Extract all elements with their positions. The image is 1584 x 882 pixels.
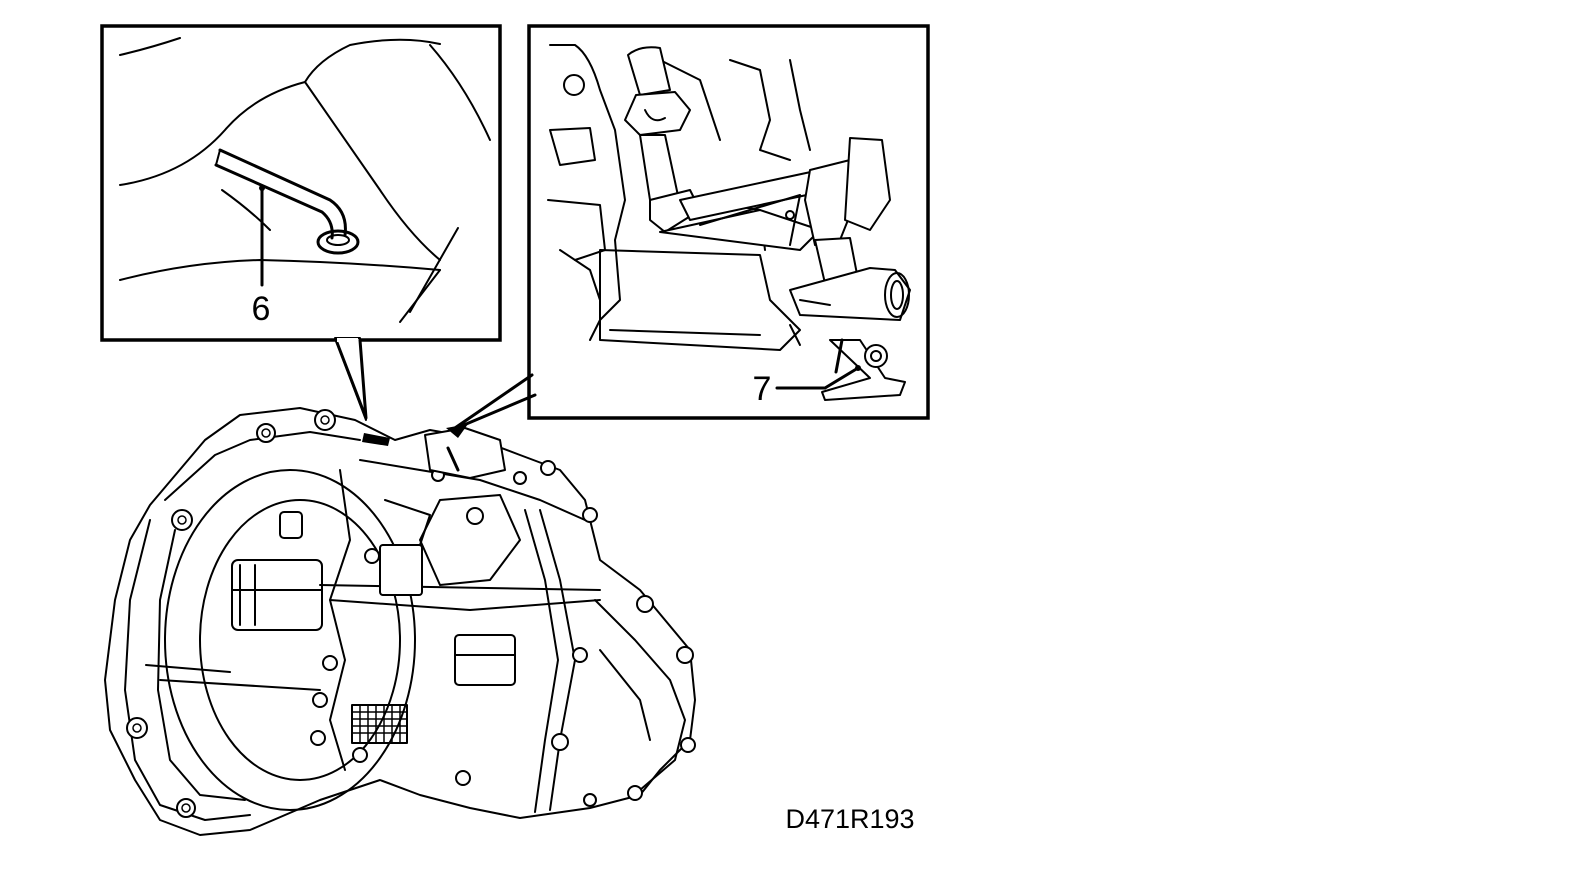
gearbox-drawing [104, 407, 696, 836]
callout-label-7: 7 [753, 370, 772, 408]
callout-label-6: 6 [252, 290, 271, 328]
detail-view-right: 7 [446, 24, 930, 438]
figure-code: D471R193 [785, 804, 914, 834]
ventilation-grille [351, 704, 408, 744]
detail-view-left: 6 [100, 24, 502, 421]
